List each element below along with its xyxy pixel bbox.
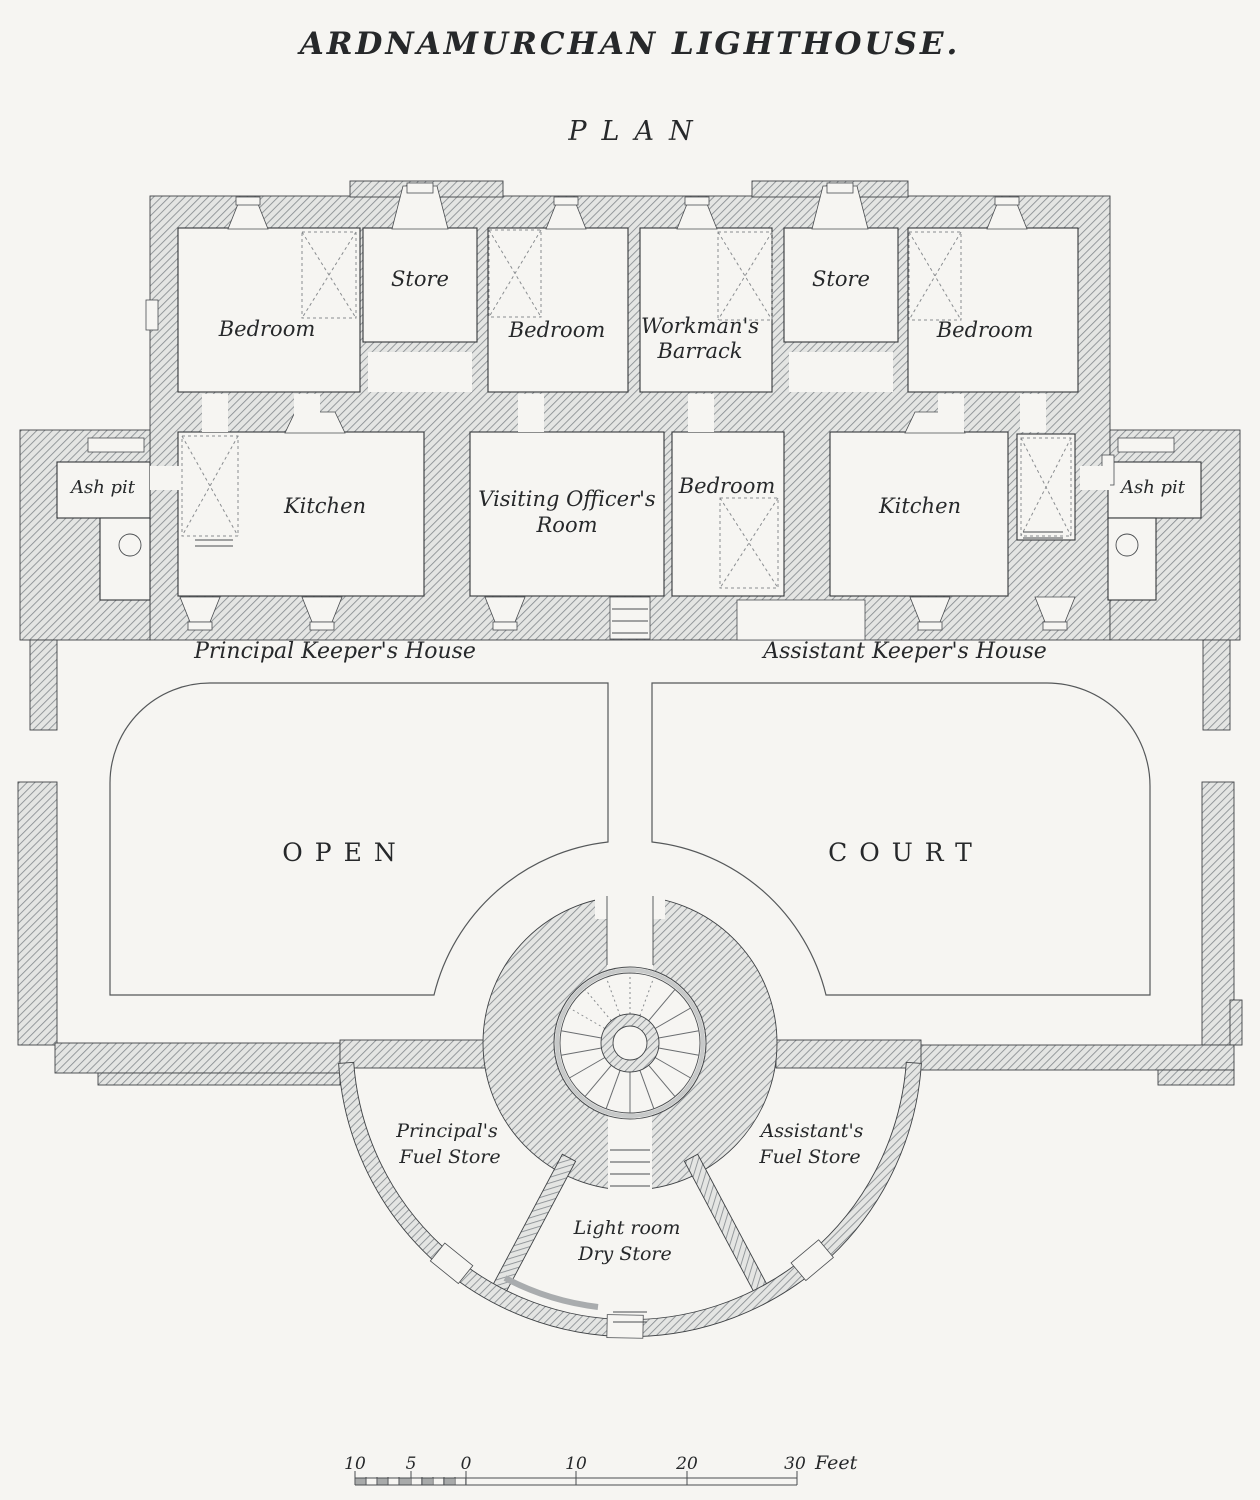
room-service-east xyxy=(1107,517,1157,601)
scale-tick-10l: 10 xyxy=(344,1454,366,1474)
stair-well-rim xyxy=(555,968,705,1118)
label-bedroom-ne: Bedroom xyxy=(936,318,1034,342)
scale-tick-10: 10 xyxy=(565,1454,587,1474)
label-kitchen-west: Kitchen xyxy=(283,494,366,518)
room-kitchen-east xyxy=(829,431,1009,597)
label-kitchen-east: Kitchen xyxy=(878,494,961,518)
room-workmans-barrack xyxy=(639,227,773,393)
label-visiting-officers-2: Room xyxy=(535,513,597,537)
court-walls xyxy=(17,781,1243,1086)
open-court-east-outline xyxy=(651,682,1151,996)
outer-semicircle-wall xyxy=(338,1061,922,1338)
label-bedroom-mid: Bedroom xyxy=(678,474,776,498)
label-court: COURT xyxy=(828,838,984,867)
room-kitchen-west xyxy=(177,431,425,597)
label-store-west: Store xyxy=(391,267,449,291)
label-workmans-barrack-1: Workman's xyxy=(641,314,759,338)
label-open: OPEN xyxy=(282,838,407,867)
scale-bar: 10 5 0 10 20 30 Feet xyxy=(344,1452,858,1486)
drawing-subtitle: PLAN xyxy=(567,116,707,147)
room-service-west xyxy=(99,517,151,601)
ash-pit-basin-west xyxy=(118,533,142,557)
label-light-room-1: Light room xyxy=(573,1217,681,1239)
room-bedroom-mid xyxy=(671,431,785,597)
courtyard xyxy=(109,682,1151,996)
room-bedroom-nw xyxy=(177,227,361,393)
label-ash-pit-east: Ash pit xyxy=(1119,477,1186,498)
openings xyxy=(87,182,1175,640)
bed-outlines xyxy=(181,229,1072,589)
label-ash-pit-west: Ash pit xyxy=(69,477,136,498)
label-store-east: Store xyxy=(812,267,870,291)
label-visiting-officers-1: Visiting Officer's xyxy=(478,487,656,511)
room-visiting-officers xyxy=(469,431,665,597)
room-labels: Bedroom Store Bedroom Workman's Barrack … xyxy=(69,267,1186,1265)
steps-lining xyxy=(503,1275,599,1310)
label-assistant-fuel-2: Fuel Store xyxy=(758,1146,860,1168)
room-store-west xyxy=(362,227,478,343)
rooms xyxy=(56,227,1202,641)
scale-unit: Feet xyxy=(814,1452,858,1474)
scale-tick-5: 5 xyxy=(406,1454,417,1474)
label-principal-house: Principal Keeper's House xyxy=(193,639,476,664)
label-bedroom-n2: Bedroom xyxy=(508,318,606,342)
radial-wall-west xyxy=(491,1153,577,1295)
label-principal-fuel-1: Principal's xyxy=(395,1120,498,1142)
label-principal-fuel-2: Fuel Store xyxy=(398,1146,500,1168)
room-ash-pit-west xyxy=(56,461,151,519)
room-ash-pit-east xyxy=(1107,461,1202,519)
open-court-west-outline xyxy=(109,682,609,996)
door-fuel-store-west xyxy=(429,1242,474,1285)
door-dry-store xyxy=(606,1314,644,1339)
tower xyxy=(338,893,922,1339)
label-light-room-2: Dry Store xyxy=(577,1243,672,1265)
spiral-stair xyxy=(561,973,699,1113)
label-bedroom-nw: Bedroom xyxy=(218,317,316,341)
label-assistant-fuel-1: Assistant's xyxy=(759,1120,864,1142)
scale-tick-0: 0 xyxy=(461,1454,472,1474)
passage-between-houses xyxy=(736,599,866,641)
ash-pit-basin-east xyxy=(1115,533,1139,557)
label-assistant-house: Assistant Keeper's House xyxy=(761,639,1047,664)
room-store-east xyxy=(783,227,899,343)
drawing-title: ARDNAMURCHAN LIGHTHOUSE. xyxy=(297,26,961,62)
door-fuel-store-east xyxy=(790,1239,834,1282)
court-entrance-steps xyxy=(609,596,651,640)
room-bedroom-n2 xyxy=(487,227,629,393)
radial-wall-east xyxy=(683,1153,769,1295)
label-workmans-barrack-2: Barrack xyxy=(656,339,742,363)
scale-tick-20: 20 xyxy=(675,1454,698,1474)
scale-tick-30: 30 xyxy=(784,1454,806,1474)
room-bedroom-ne xyxy=(907,227,1079,393)
